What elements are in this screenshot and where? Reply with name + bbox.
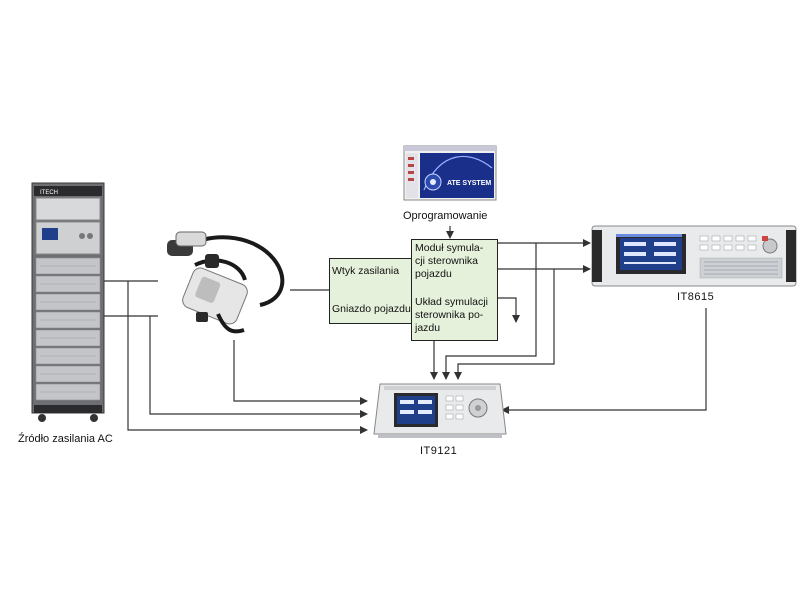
simulation-box: Moduł symula- cji sterownika pojazdu Ukł…: [411, 239, 498, 341]
connector-box: Wtyk zasilania Gniazdo pojazdu: [329, 258, 412, 324]
it8615-instrument: [591, 225, 797, 287]
ac-source-brand: ITECH: [40, 190, 58, 196]
module-label-line-2: cji sterownika: [415, 255, 479, 267]
module-label-line-1: Moduł symula-: [415, 242, 484, 254]
line-it8615-to-it9121: [501, 308, 707, 414]
line-ac-to-it9121-a: [127, 281, 368, 434]
software-screen-text: ATE SYSTEM: [447, 180, 491, 187]
ac-source-rack: [31, 182, 105, 422]
line-ac-to-it9121-b: [149, 316, 368, 418]
it8615-label: IT8615: [677, 291, 715, 303]
module-label-line-3: pojazdu: [415, 268, 452, 280]
socket-label: Gniazdo pojazdu: [332, 303, 411, 315]
connection-lines: [104, 226, 707, 434]
ac-source-label: Źródło zasilania AC: [18, 433, 113, 445]
line-sim-to-it9121-c: [454, 269, 555, 380]
software-screenshot: [403, 145, 497, 201]
it9121-instrument: [373, 383, 507, 438]
line-sim-to-it9121-b: [442, 243, 537, 380]
plug-label: Wtyk zasilania: [332, 265, 400, 277]
it9121-label: IT9121: [420, 445, 458, 457]
ev-charger: [167, 231, 285, 334]
circuit-label-line-2: sterownika po-: [415, 309, 484, 321]
circuit-label-line-1: Układ symulacji: [415, 296, 488, 308]
line-sim-loop: [498, 297, 520, 323]
circuit-label-line-3: jazdu: [415, 322, 441, 334]
software-label: Oprogramowanie: [403, 210, 488, 222]
line-charger-to-it9121: [233, 340, 368, 405]
